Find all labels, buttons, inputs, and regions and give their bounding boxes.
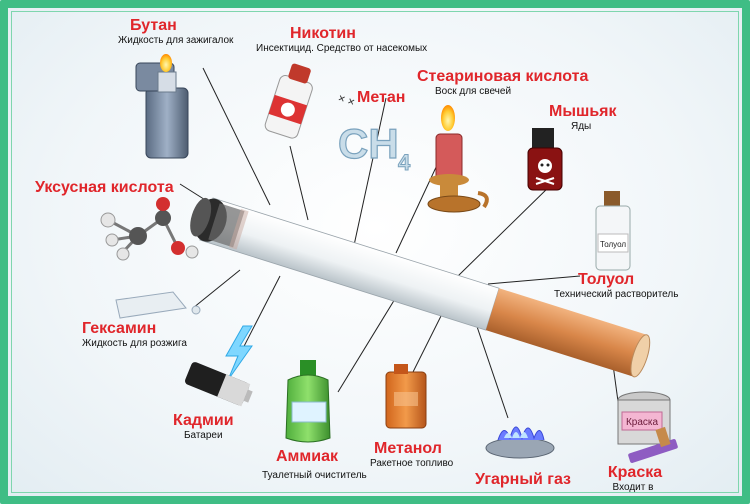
carbon-monoxide-name: Угарный газ [475,471,571,488]
toluol-bottle-label: Толуол [600,240,626,249]
battery-illustration [185,325,253,407]
nicotine-desc: Инсектицид. Средство от насекомых [256,43,428,54]
hexamine-name: Гексамин [82,320,157,337]
ammonia-desc: Туалетный очиститель [262,470,367,481]
methanol-name: Метанол [374,440,442,457]
arsenic-desc: Яды [571,121,592,132]
lighter-illustration [135,54,189,159]
hexamine-tube-illustration [115,291,201,319]
paint-name: Краска [607,464,663,481]
molecule-illustration [100,197,199,261]
methane-formula-art: CH 4 [337,119,411,175]
label-cadmium: Кадмии Батареи [173,412,234,442]
gas-burner-illustration [485,426,555,459]
label-arsenic: Мышьяк Яды [549,103,617,133]
fuel-canister-illustration [385,364,427,429]
label-stearic-acid: Стеариновая кислота Воск для свечей [417,68,588,98]
label-methane: Метан [357,89,405,107]
label-hexamine: Гексамин Жидкость для розжига [82,320,187,350]
stearic-acid-desc: Воск для свечей [435,86,512,97]
label-nicotine: Никотин Инсектицид. Средство от насекомы… [256,25,427,55]
methane-formula-text: CH [338,120,399,167]
paint-desc: Входит в состав бумаги [612,482,654,504]
hexamine-desc: Жидкость для розжига [82,338,187,349]
toilet-cleaner-bottle-illustration [285,360,331,443]
paint-can-label: Краска [626,417,659,428]
cigarette [190,197,651,378]
ammonia-name: Аммиак [276,448,338,465]
methane-subscript-text: 4 [398,150,411,175]
arsenic-name: Мышьяк [549,103,617,120]
butane-desc: Жидкость для зажигалок [118,35,234,46]
paint-can-illustration: Краска [617,391,678,463]
acetic-acid-name: Уксусная кислота [35,179,174,196]
toluol-bottle-illustration: Толуол [595,191,631,271]
nicotine-name: Никотин [290,25,356,42]
label-butane: Бутан Жидкость для зажигалок [118,17,233,47]
stearic-acid-name: Стеариновая кислота [417,68,589,85]
illustration-canvas: ✕ ✕ CH 4 [100,54,678,463]
poison-bottle-illustration [527,128,563,191]
insecticide-spray-illustration: ✕ ✕ [264,63,356,139]
svg-text:✕ ✕: ✕ ✕ [336,93,356,108]
cadmium-desc: Батареи [183,430,223,441]
label-ammonia: Аммиак Туалетный очиститель [262,448,367,482]
candle-illustration [427,105,489,213]
label-carbon-monoxide: Угарный газ [475,471,571,489]
label-acetic-acid: Уксусная кислота [35,179,174,197]
label-paint: Краска Входит в состав бумаги [605,464,665,496]
butane-name: Бутан [130,17,177,34]
methanol-desc: Ракетное топливо [370,458,454,469]
toluene-name: Толуол [578,271,635,288]
label-toluene: Толуол Технический растворитель [554,271,678,301]
cadmium-name: Кадмии [173,412,234,429]
toluene-desc: Технический растворитель [554,289,679,300]
methane-name: Метан [357,89,406,106]
label-methanol: Метанол Ракетное топливо [370,440,453,470]
